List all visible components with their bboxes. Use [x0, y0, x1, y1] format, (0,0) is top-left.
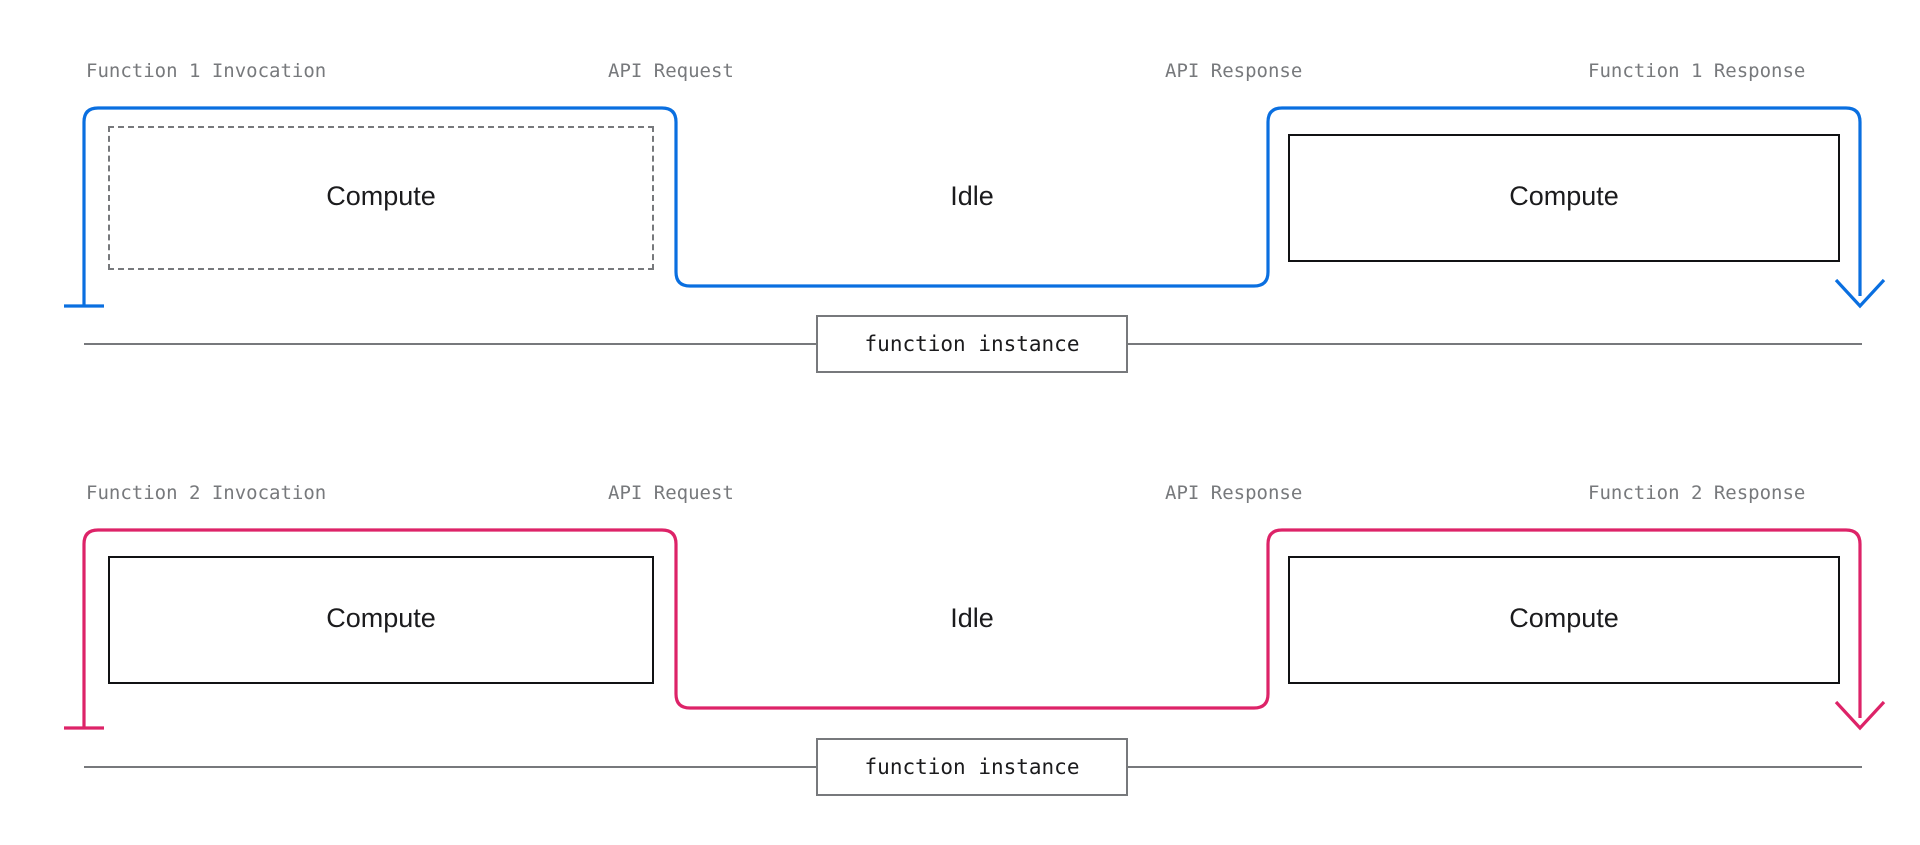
lane2-event-label-invocation: Function 2 Invocation [86, 482, 327, 504]
lane1-function-instance-label: function instance [864, 331, 1080, 356]
lane1-idle-label: Idle [950, 181, 994, 211]
lane2-compute-box-second [1288, 556, 1840, 684]
lane1-event-label-api-response: API Response [1165, 60, 1303, 82]
lane2-event-label-api-request: API Request [608, 482, 734, 504]
lane1-compute-box-second [1288, 134, 1840, 262]
lane1-event-label-invocation: Function 1 Invocation [86, 60, 327, 82]
lane1-compute-box-first [108, 126, 654, 270]
lane1-end-arrowhead [1834, 278, 1886, 309]
lane2-compute-label-first: Compute [326, 603, 436, 633]
lane2-idle-label: Idle [950, 603, 994, 633]
lane1-function-instance-box: function instance [816, 315, 1128, 373]
lane1-compute-label-first: Compute [326, 181, 436, 211]
lane2-end-arrowhead [1834, 700, 1886, 731]
lane1-compute-label-second: Compute [1509, 181, 1619, 211]
lane2-function-instance-box: function instance [816, 738, 1128, 796]
lane2-compute-label-second: Compute [1509, 603, 1619, 633]
lane2-compute-box-first [108, 556, 654, 684]
lane1-event-label-api-request: API Request [608, 60, 734, 82]
lane2-event-label-response: Function 2 Response [1588, 482, 1806, 504]
lane1-event-label-response: Function 1 Response [1588, 60, 1806, 82]
lane2-event-label-api-response: API Response [1165, 482, 1303, 504]
lane2-function-instance-label: function instance [864, 754, 1080, 779]
